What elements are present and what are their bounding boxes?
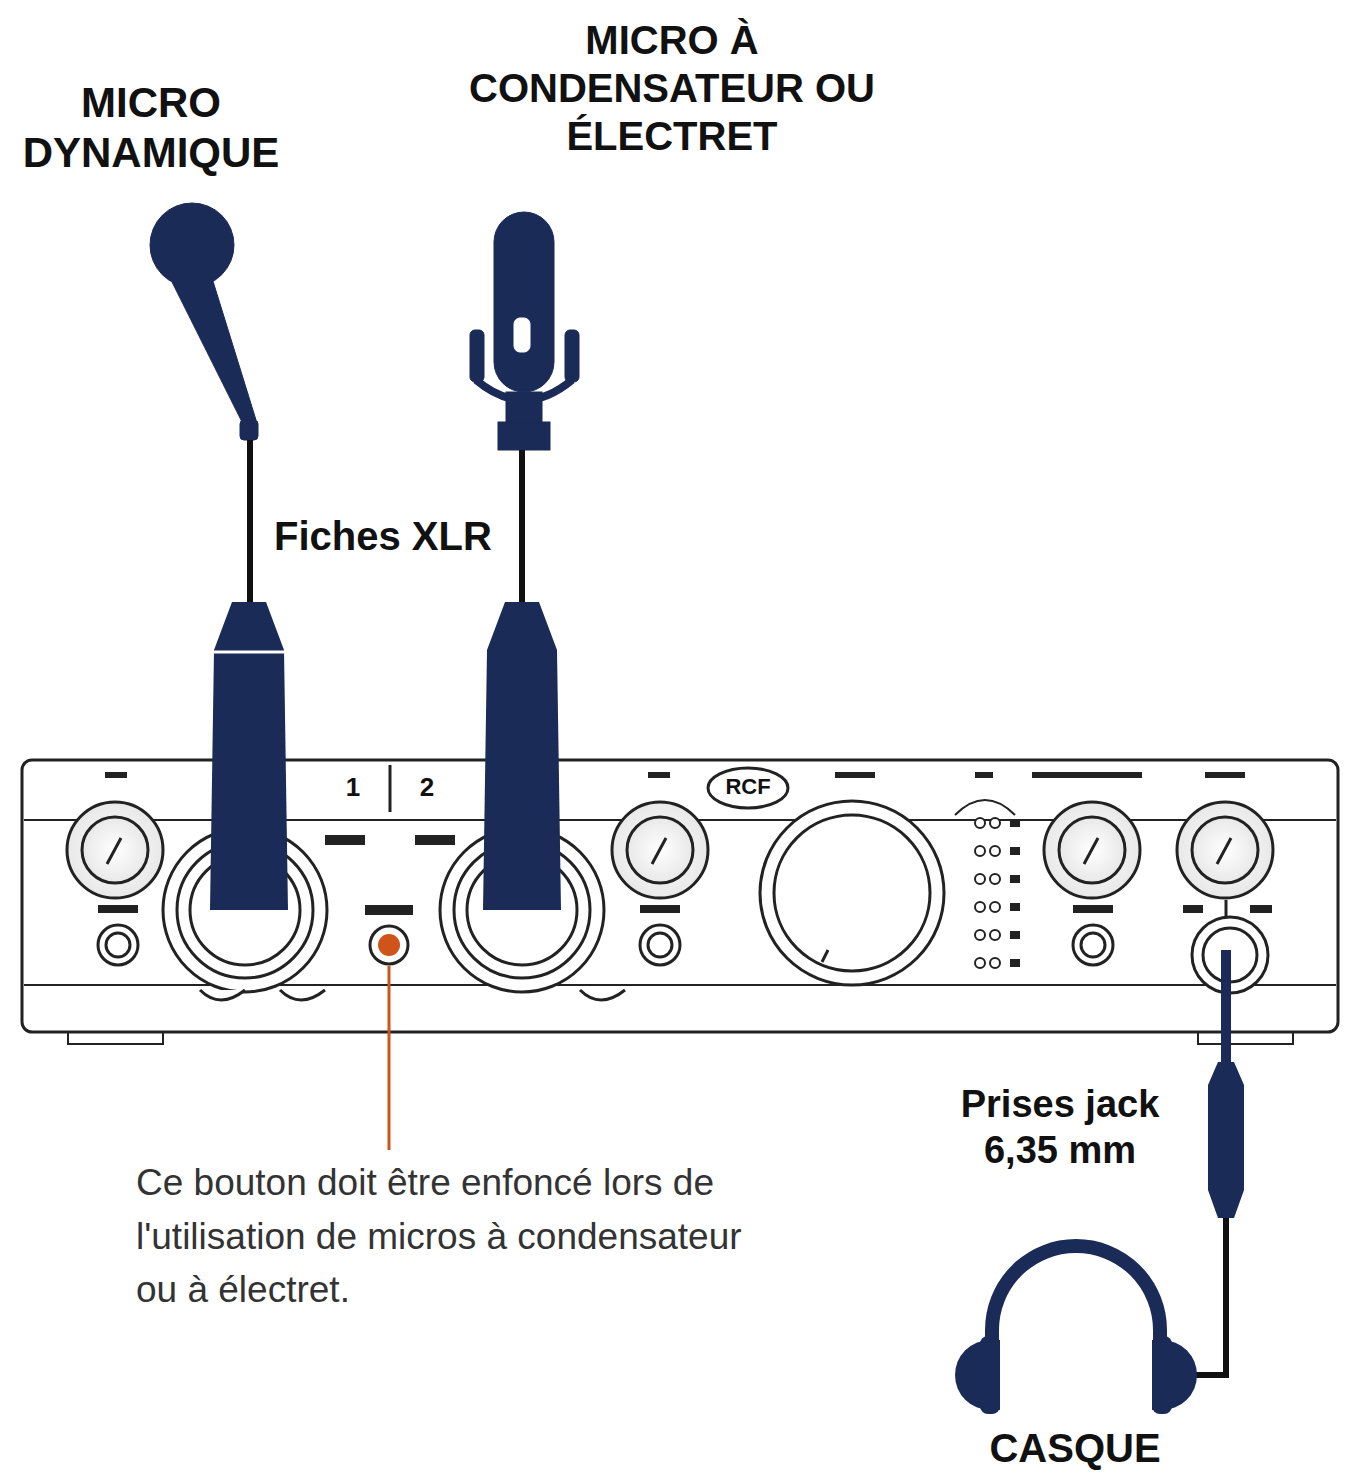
note-text: Ce bouton doit être enfoncé lors de l'ut…	[136, 1156, 756, 1317]
monitor-knob	[760, 801, 944, 985]
led	[975, 958, 985, 968]
headphone-plug	[1178, 950, 1244, 1375]
led	[990, 874, 1000, 884]
phantom-button	[370, 926, 408, 1150]
headphones	[955, 1246, 1197, 1414]
led-mark	[1010, 875, 1020, 883]
channel-number: 1	[338, 772, 368, 803]
led	[975, 846, 985, 856]
led	[990, 930, 1000, 940]
xlr-plugs	[210, 602, 561, 910]
led	[990, 846, 1000, 856]
dynamic-microphone	[150, 203, 258, 605]
led-mark	[1010, 903, 1020, 911]
led	[975, 930, 985, 940]
mic-label: MICRO DYNAMIQUE	[10, 78, 292, 179]
channel-number: 2	[412, 772, 442, 803]
connector-label: Fiches XLR	[274, 512, 504, 560]
leader-line	[388, 966, 391, 1150]
connector-label: Prises jack 6,35 mm	[930, 1082, 1190, 1173]
led-mark	[1010, 819, 1020, 827]
level-meter	[955, 800, 1020, 968]
brand-logo: RCF	[718, 774, 778, 800]
led	[975, 902, 985, 912]
mic-label: MICRO À CONDENSATEUR OU ÉLECTRET	[435, 16, 909, 160]
led	[975, 874, 985, 884]
led	[990, 818, 1000, 828]
logo-oval	[708, 768, 788, 808]
led-mark	[1010, 959, 1020, 967]
led	[990, 902, 1000, 912]
device-label: CASQUE	[960, 1424, 1190, 1472]
led-mark	[1010, 847, 1020, 855]
led	[975, 818, 985, 828]
led	[990, 958, 1000, 968]
led-mark	[1010, 931, 1020, 939]
